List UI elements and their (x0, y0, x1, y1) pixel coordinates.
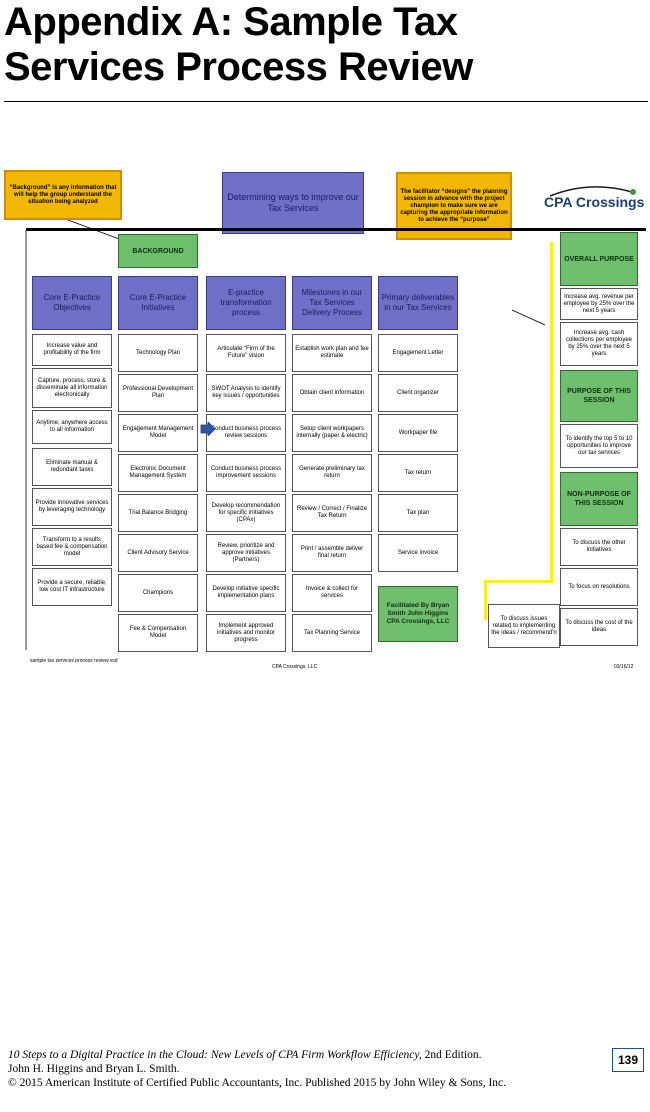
objective-item: Anytime, anywhere access to all informat… (32, 410, 112, 444)
deliverable-item: Engagement Letter (378, 334, 458, 372)
discuss-issues-box: To discuss issues related to implementin… (488, 604, 560, 648)
top-center-box: Determining ways to improve our Tax Serv… (222, 172, 364, 234)
objective-item: Increase value and profitability of the … (32, 334, 112, 366)
logo-swoosh-icon (549, 186, 636, 197)
non-purpose-item: To discuss the other initiatives (560, 528, 638, 566)
main-rule (26, 228, 646, 231)
milestone-item: Review / Correct / Finalize Tax Return (292, 494, 372, 532)
objective-item: Eliminate manual & redundant tasks (32, 448, 112, 486)
milestone-item: Invoice & collect for services (292, 574, 372, 612)
background-callout: “Background” is any information that wil… (4, 170, 122, 220)
transformation-item: Review, prioritize and approve initiativ… (206, 534, 286, 572)
column-header-milestones: Milestones in our Tax Services Delivery … (292, 276, 372, 330)
transformation-item: Conduct business process review sessions (206, 414, 286, 452)
yellow-guide-horizontal (484, 580, 553, 583)
process-diagram: “Background” is any information that wil… (0, 160, 650, 690)
page-title: Appendix A: Sample Tax Services Process … (4, 0, 473, 90)
logo-text: CPA Crossings (544, 194, 645, 210)
non-purpose-item: To focus on resolutions (560, 568, 638, 606)
diagram-date: 03/16/12 (614, 664, 634, 670)
initiative-item: Professional Development Plan (118, 374, 198, 412)
page-number: 139 (612, 1048, 644, 1072)
book-footer: 10 Steps to a Digital Practice in the Cl… (8, 1048, 588, 1090)
session-purpose-label: PURPOSE OF THIS SESSION (560, 370, 638, 422)
objective-item: Transform to a results based fee & compe… (32, 528, 112, 566)
milestone-item: Print / assemble deliver final return (292, 534, 372, 572)
citation-copyright: © 2015 American Institute of Certified P… (8, 1077, 507, 1089)
yellow-guide-vertical (550, 242, 553, 582)
milestone-item: Obtain client information (292, 374, 372, 412)
objective-item: Capture, process, store & disseminate al… (32, 368, 112, 408)
milestone-item: Generate preliminary tax return (292, 454, 372, 492)
citation-line-1: 10 Steps to a Digital Practice in the Cl… (8, 1048, 588, 1062)
deliverable-item: Client organizer (378, 374, 458, 412)
column-header-objectives: Core E-Practice Objectives (32, 276, 112, 330)
book-edition: 2nd Edition. (421, 1049, 482, 1061)
transformation-item: Articulate “Firm of the Future” vision (206, 334, 286, 372)
book-title: 10 Steps to a Digital Practice in the Cl… (8, 1049, 422, 1061)
cpa-crossings-logo: CPA Crossings (540, 182, 646, 212)
transformation-item: Develop recommendation for specific init… (206, 494, 286, 532)
initiative-item: Fee & Compensation Model (118, 614, 198, 652)
deliverable-item: Tax plan (378, 494, 458, 532)
yellow-guide-drop (484, 580, 487, 620)
citation-authors: John H. Higgins and Bryan L. Smith. (8, 1063, 180, 1075)
initiative-item: Champions (118, 574, 198, 612)
connector-lines (25, 219, 546, 650)
overall-purpose-item: Increase avg. cash collections per emplo… (560, 322, 638, 366)
title-line-2: Services Process Review (4, 45, 473, 89)
background-label: BACKGROUND (118, 234, 198, 268)
initiative-item: Engagement Management Model (118, 414, 198, 452)
diagram-filename: sample tax services process review.vsd (30, 658, 118, 664)
initiative-item: Electronic Document Management System (118, 454, 198, 492)
transformation-item: Conduct business process improvement ses… (206, 454, 286, 492)
overall-purpose-label: OVERALL PURPOSE (560, 232, 638, 286)
deliverable-item: Service invoice (378, 534, 458, 572)
non-purpose-item: To discuss the cost of the ideas (560, 608, 638, 646)
transformation-item: SWOT Analysis to identify key issues / o… (206, 374, 286, 412)
deliverable-item: Tax return (378, 454, 458, 492)
column-header-transformation: E-practice transformation process (206, 276, 286, 330)
initiative-item: Trial Balance Bridging (118, 494, 198, 532)
column-header-deliverables: Primary deliverables in our Tax Services (378, 276, 458, 330)
title-divider (4, 101, 648, 102)
facilitated-by-box: Facilitated By Bryan Smith John Higgins … (378, 586, 458, 642)
deliverable-item: Workpaper file (378, 414, 458, 452)
milestone-item: Setup client workpapers internally (pape… (292, 414, 372, 452)
transformation-item: Develop initiative specific implementati… (206, 574, 286, 612)
initiative-item: Client Advisory Service (118, 534, 198, 572)
non-purpose-label: NON-PURPOSE OF THIS SESSION (560, 472, 638, 526)
overall-purpose-item: Increase avg. revenue per employee by 25… (560, 288, 638, 320)
transformation-item: Implement approved initiatives and monit… (206, 614, 286, 652)
milestone-item: Tax Planning Service (292, 614, 372, 652)
diagram-company: CPA Crossings, LLC (272, 664, 318, 670)
column-header-initiatives: Core E-Practice Initiatives (118, 276, 198, 330)
objective-item: Provide a secure, reliable, low cost IT … (32, 568, 112, 606)
objective-item: Provide innovative services by leveragin… (32, 488, 112, 526)
title-line-1: Appendix A: Sample Tax (4, 0, 458, 44)
session-purpose-item: To identify the top 5 to 10 opportunitie… (560, 424, 638, 468)
milestone-item: Establish work plan and fee estimate (292, 334, 372, 372)
initiative-item: Technology Plan (118, 334, 198, 372)
current-step-arrow-icon (200, 422, 216, 436)
